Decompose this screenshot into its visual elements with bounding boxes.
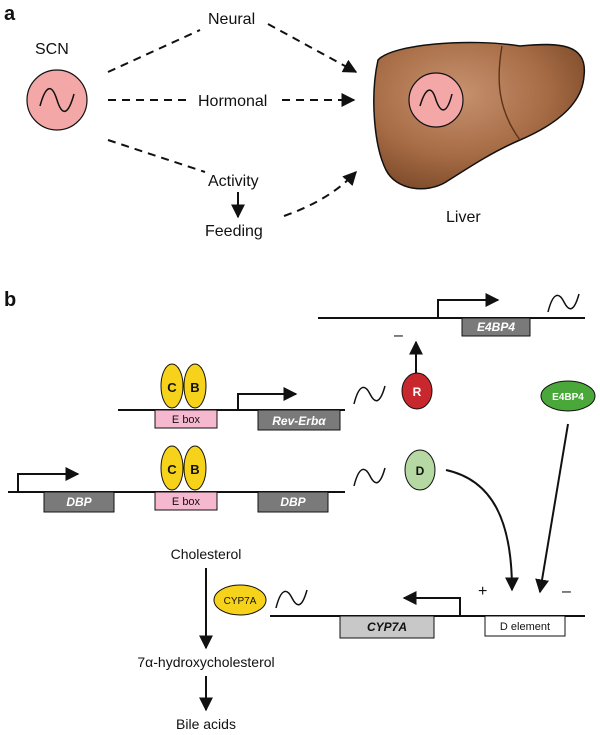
scn-to-activity-line: [107, 139, 206, 173]
repression-minus-right-label: –: [562, 583, 571, 600]
rev-erb-ebox: [154, 409, 218, 429]
liver-illustration: [373, 41, 586, 190]
d-element-box: [484, 615, 566, 637]
dbp-gene-box-left: [43, 491, 115, 513]
dbp-gene-box-right: [257, 491, 329, 513]
cyp7a-gene-box: [339, 615, 435, 639]
clock-b-label: B: [190, 380, 199, 395]
hormonal-label: Hormonal: [198, 93, 267, 110]
clock-protein: [160, 363, 184, 409]
scn-oscillator: [26, 69, 88, 131]
dbp-clock-c-label: C: [167, 462, 177, 477]
dbp-protein: D: [404, 449, 436, 491]
feeding-arrow: [283, 170, 357, 217]
e4bp4-protein: E4BP4: [540, 380, 596, 412]
dbp-gene-label-left: DBP: [66, 495, 92, 509]
panel-b-label: b: [4, 289, 16, 311]
rev-erb-gene-label: Rev-Erbα: [272, 414, 326, 428]
clock-c-label: C: [167, 380, 177, 395]
cyp7a-oscillation-wave-icon: [275, 589, 308, 609]
rev-erb-promoter-arrow: [237, 387, 298, 410]
dbp-promoter-arrow: [17, 467, 80, 492]
dbp-gene-construct: DBP E box C B DBP: [8, 445, 386, 513]
dbp-gene-label-right: DBP: [280, 495, 306, 509]
dbp-oscillation-wave-icon: [353, 467, 386, 487]
dbp-clock-protein: [160, 445, 184, 491]
e4bp4-protein-label: E4BP4: [552, 392, 584, 403]
e4bp4-to-delement-arrow: [535, 423, 569, 594]
e4bp4-gene-label: E4BP4: [477, 320, 515, 334]
rev-erb-oscillation-wave-icon: [353, 385, 386, 405]
oscillation-wave-icon: [39, 88, 75, 112]
repression-minus-label: –: [394, 327, 403, 344]
activity-label: Activity: [208, 173, 259, 190]
liver-label: Liver: [446, 209, 481, 226]
cyp7a-enzyme-label: CYP7A: [224, 596, 257, 607]
d-to-delement-arrow: [445, 469, 519, 592]
bile-acids-label: Bile acids: [176, 716, 236, 732]
cholesterol-label: Cholesterol: [171, 546, 242, 562]
feeding-label: Feeding: [205, 223, 263, 240]
bmal1-protein: [183, 363, 207, 409]
dbp-clock-b-label: B: [190, 462, 199, 477]
liver-oscillation-wave-icon: [419, 89, 453, 111]
e4bp4-oscillation-wave-icon: [547, 293, 580, 313]
e4bp4-gene-construct: E4BP4: [318, 293, 585, 337]
panel-a-label: a: [4, 3, 16, 25]
rev-erb-ebox-label: E box: [172, 414, 201, 426]
e4bp4-gene-box: [461, 317, 531, 337]
cyp7a-promoter-arrow: [402, 591, 461, 616]
dbp-bmal1-protein: [183, 445, 207, 491]
e4bp4-promoter-arrow: [437, 293, 500, 318]
scn-to-neural-line: [107, 29, 201, 73]
r-label: R: [413, 385, 422, 399]
neural-arrow: [267, 23, 358, 73]
rev-erb-protein: R: [401, 372, 433, 410]
rev-erb-gene-construct: E box C B Rev-Erbα: [118, 363, 386, 431]
cyp7a-gene-label: CYP7A: [367, 620, 407, 634]
dbp-ebox-label: E box: [172, 496, 201, 508]
cyp7a-enzyme: CYP7A: [213, 584, 267, 616]
hydroxycholesterol-label: 7α-hydroxycholesterol: [137, 654, 274, 670]
d-label: D: [416, 464, 425, 478]
cyp7a-gene-construct: CYP7A D element: [270, 591, 585, 639]
neural-label: Neural: [208, 11, 255, 28]
activation-plus-label: +: [478, 583, 487, 600]
dbp-ebox: [154, 491, 218, 511]
rev-erb-gene-box: [257, 409, 341, 431]
d-element-label: D element: [500, 621, 550, 633]
scn-label: SCN: [35, 41, 69, 58]
